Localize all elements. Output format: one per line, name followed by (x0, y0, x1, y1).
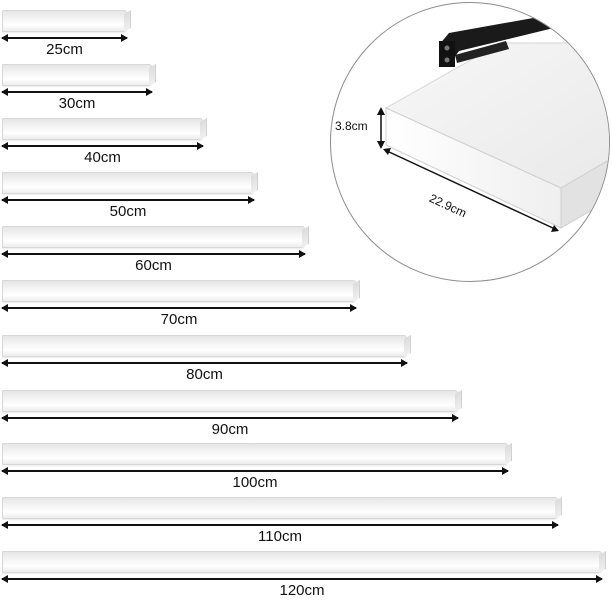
shelf-length-label: 50cm (109, 203, 147, 220)
thickness-label: 3.8cm (335, 119, 368, 133)
shelf-length-label: 30cm (58, 95, 96, 112)
shelf-length-label: 110cm (258, 528, 302, 545)
dimension-arrow (1, 142, 204, 150)
shelf-length-label: 80cm (186, 366, 223, 383)
shelf-length-label: 60cm (135, 257, 172, 274)
dimension-arrow (1, 196, 255, 204)
shelf-board (2, 390, 458, 412)
dimension-arrow (1, 250, 306, 258)
shelf-length-label: 90cm (211, 421, 249, 438)
dimension-arrow (1, 414, 459, 422)
shelf-board (2, 551, 602, 573)
shelf-length-label: 25cm (46, 41, 83, 58)
shelf-end-face (560, 159, 609, 229)
dimension-arrow (1, 467, 509, 475)
depth-dimension-arrow (383, 148, 559, 232)
shelf-length-label: 40cm (84, 149, 121, 166)
shelf-board (2, 280, 356, 302)
dimension-arrow (1, 359, 408, 367)
dimension-arrow (1, 34, 128, 42)
shelf-detail-closeup: 3.8cm 22.9cm (330, 2, 610, 282)
shelf-board (2, 118, 203, 140)
dimension-arrow (1, 575, 603, 583)
dimension-arrow (1, 521, 559, 529)
shelf-board (2, 172, 254, 194)
shelf-length-label: 120cm (279, 582, 325, 599)
shelf-board (2, 226, 305, 248)
shelf-length-label: 100cm (232, 474, 278, 491)
shelf-length-label: 70cm (160, 311, 198, 328)
shelf-board (2, 497, 558, 519)
shelf-detail-illustration (377, 13, 609, 232)
thickness-dimension-arrow (377, 107, 385, 149)
mounting-bracket (439, 13, 566, 67)
shelf-board (2, 443, 508, 465)
dimension-arrow (1, 304, 357, 312)
dimension-arrow (1, 88, 153, 96)
shelf-board (2, 10, 127, 32)
shelf-board (2, 64, 152, 86)
shelf-board (2, 335, 407, 357)
